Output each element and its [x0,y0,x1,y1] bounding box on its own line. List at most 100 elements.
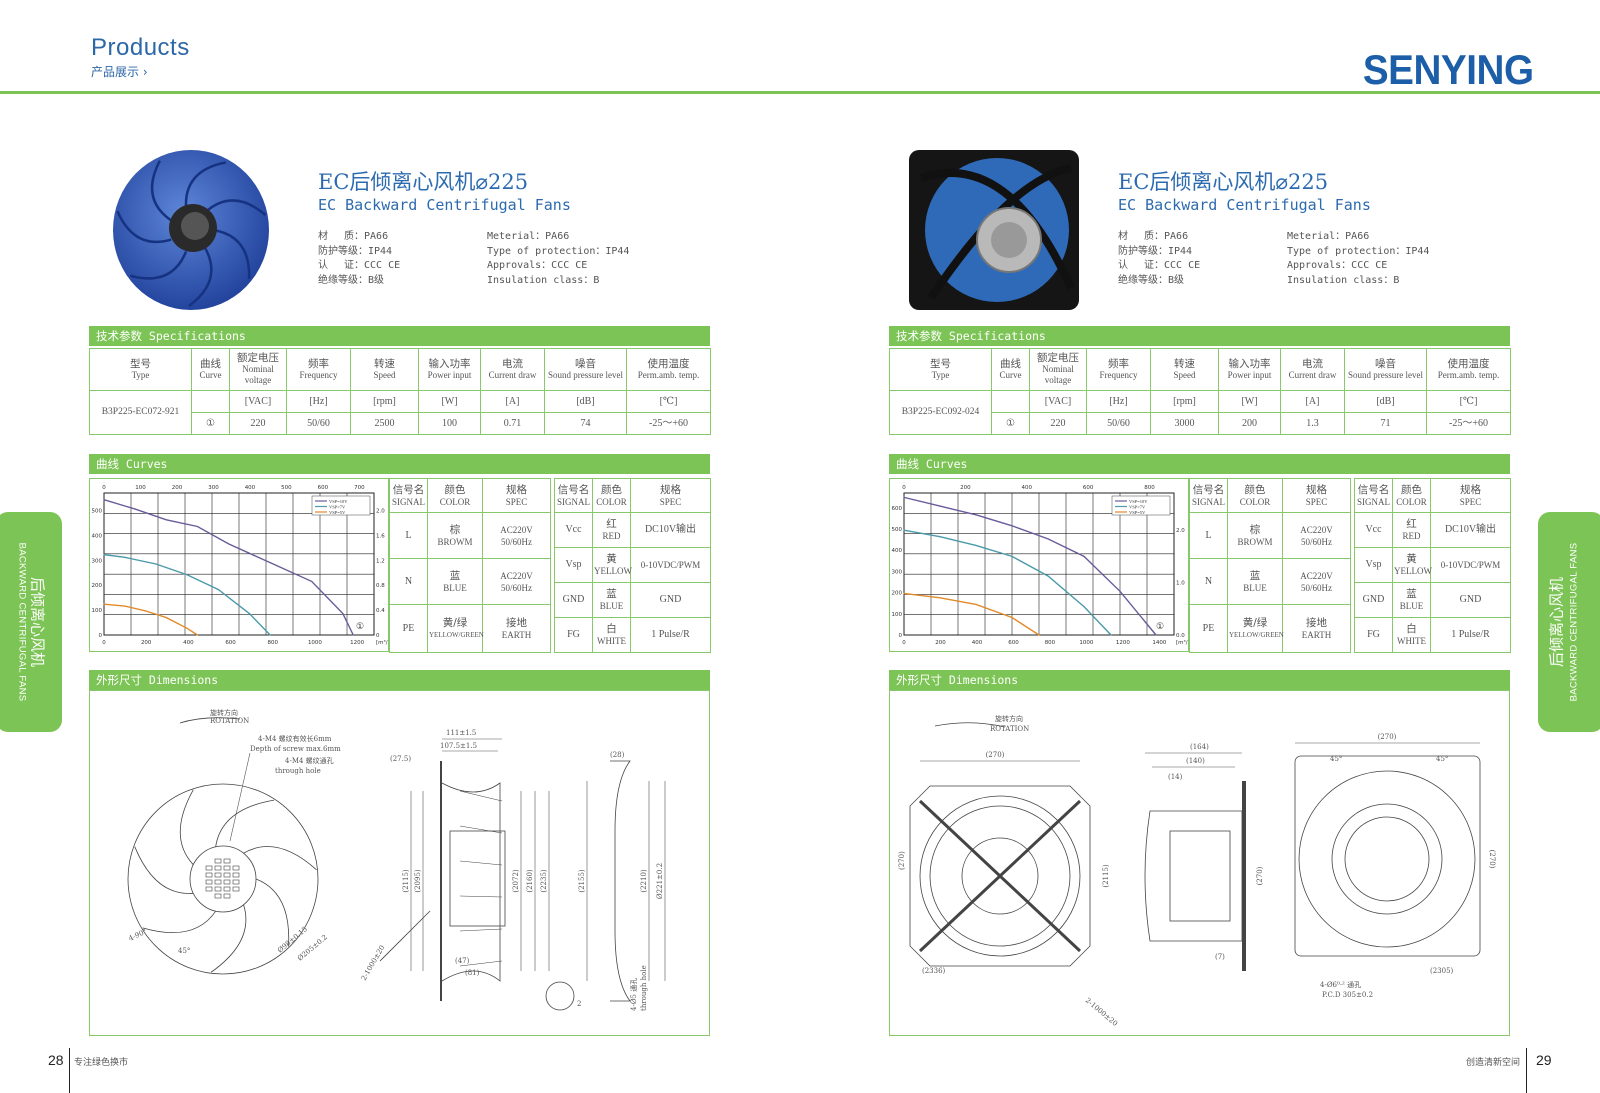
impeller-blade [203,199,267,217]
section-dimensions: 外形尺寸 Dimensions [89,670,710,690]
legend-entry: VSP=5V [329,510,346,515]
series-line [903,592,1040,636]
support-arm [919,169,1075,290]
header-subtitle: 产品展示 › [91,65,148,79]
section-specs: 技术参数 Specifications [889,326,1510,346]
data-point [1083,555,1085,557]
x-tick-label: 0 [902,640,906,646]
x-tick-label-top: 200 [172,485,183,491]
dimension-label: (2235) [540,869,548,893]
x-tick-label: 800 [268,640,279,646]
x-tick-label-top: 400 [245,485,256,491]
spec-value: 220 [229,412,287,435]
side-tab-en: BACKWARD CENTRIFUGAL FANS [1568,542,1580,702]
y-tick-label-right: 0 [376,633,380,639]
back-view-ring [1344,816,1430,902]
spec-value-row: ① 220 50/60 3000 200 1.3 71 -25～+60 [890,412,1511,435]
impeller-blade [184,161,227,209]
data-point [975,544,977,547]
dimension-label: P.C.D 305±0.2 [1322,991,1373,999]
x-tick-label-top: 300 [208,485,219,491]
y-tick-label: 600 [892,506,903,512]
page-number-left: 28 [48,1052,64,1068]
legend-entry: VSP=7V [329,504,346,509]
dimension-label: 4-90° [127,927,148,942]
y-tick-label: 300 [92,558,103,564]
data-point [186,574,188,576]
y-tick-label-right: 0.0 [1176,633,1185,639]
x-tick-label-top: 0 [902,485,906,491]
impeller-outline [127,783,319,975]
spec-model: B3P225-EC072-921 [89,390,192,435]
dimension-label: (27.5) [390,755,411,763]
motor-cap [991,222,1027,258]
data-point [248,612,250,615]
y-tick-label-right: 1.6 [376,533,385,539]
spec-value: 50/60 [1086,412,1151,435]
footer-divider [1526,1048,1527,1093]
spec-value: 50/60 [286,412,351,435]
series-line [903,529,1112,636]
spec-value: -25～+60 [626,412,711,435]
impeller-blade [212,228,251,280]
data-point [1011,525,1013,527]
dimension-label: (270) [1378,733,1397,741]
data-point [103,554,105,556]
product-title-cn: EC后倾离心风机⌀225 [1118,170,1329,194]
curve-marker: ① [356,621,364,631]
data-point [975,603,977,606]
impeller-blade [130,250,188,280]
spec-unit-row: B3P225-EC072-921 [VAC] [Hz] [rpm] [W] [A… [89,390,711,435]
x-tick-label-top: 100 [135,485,146,491]
data-point [1011,555,1013,557]
x-tick-label: 400 [183,640,194,646]
dimension-label: (14) [1168,773,1183,781]
dimension-label: 2-1000±20 [360,944,387,982]
blade-outline [134,846,194,894]
dimension-label: 45° [178,947,190,955]
vent-slot [205,872,213,878]
x-tick-label-top: 0 [102,485,106,491]
impeller-blade [116,210,172,244]
properties-en: Meterial：PA66 Type of protection：IP44 Ap… [1287,230,1429,288]
x-tick-label: 800 [1045,640,1056,646]
dimension-label: 2 [577,1000,581,1008]
x-tick-label: 400 [972,640,983,646]
page-number-right: 29 [1536,1052,1552,1068]
y-tick-label: 100 [92,608,103,614]
dimension-label: (2210) [640,869,648,893]
data-point [269,634,271,636]
data-point [196,525,199,528]
product-panel-1: EC后倾离心风机⌀225 EC Backward Centrifugal Fan… [89,130,711,1040]
vent-slot [232,879,240,885]
curve-marker: ① [1156,621,1164,631]
side-view-plate [1242,781,1246,971]
x-tick-label-top: 600 [1083,485,1094,491]
plot-frame [103,492,375,636]
vent-slot [223,858,231,864]
section-curves: 曲线 Curves [89,454,710,474]
section-dimensions: 外形尺寸 Dimensions [889,670,1510,690]
data-point [134,508,136,510]
dimension-label: (7) [1215,953,1225,961]
blade-outline [255,878,290,947]
property: Meterial：PA66 [1287,231,1370,242]
vent-slot [223,865,231,871]
spec-unit-row: B3P225-EC092-024 [VAC] [Hz] [rpm] [W] [A… [889,390,1511,435]
